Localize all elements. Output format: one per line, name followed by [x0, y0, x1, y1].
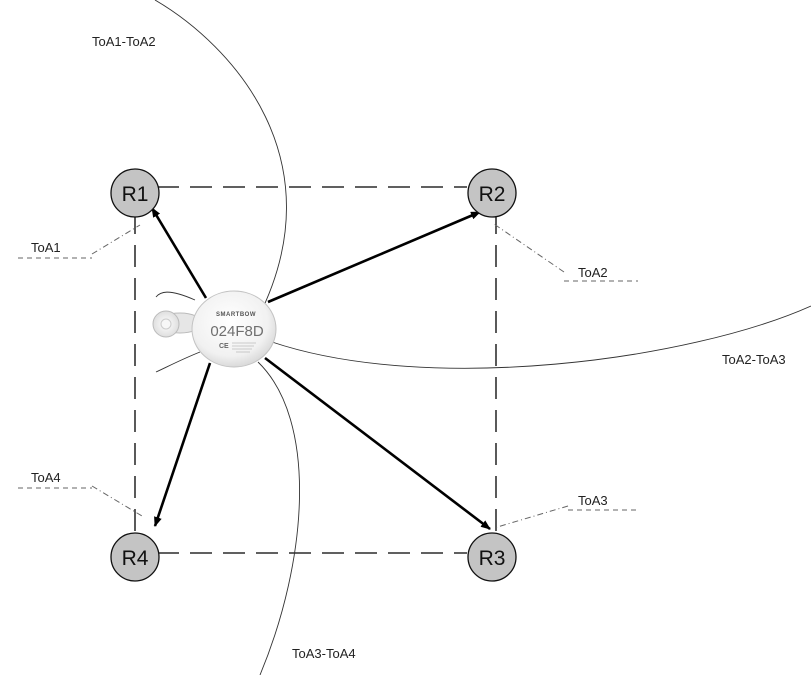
arrow-to-r1 [150, 207, 208, 299]
receiver-r2: R2 [467, 168, 517, 218]
hyperbola-left-lower [155, 351, 201, 373]
hyperbola-left-upper [155, 291, 196, 301]
ear-tag-fineprint [232, 342, 256, 353]
arrow-to-r2 [267, 210, 481, 304]
label-toa3-toa4: ToA3-ToA4 [292, 646, 356, 661]
receiver-r3: R3 [467, 532, 517, 582]
label-toa4: ToA4 [31, 470, 61, 485]
receiver-frame [134, 186, 497, 554]
arrow-to-r4 [153, 362, 212, 527]
receiver-r1: R1 [110, 168, 160, 218]
arrow-to-r3 [264, 356, 491, 531]
receiver-r1-circle [110, 168, 160, 218]
ear-tag-ce-mark: CE [219, 343, 229, 350]
label-toa1-toa2: ToA1-ToA2 [92, 34, 156, 49]
hyperbola-toa1-toa2 [154, 0, 287, 319]
receiver-r2-circle [467, 168, 517, 218]
label-toa2: ToA2 [578, 265, 608, 280]
ear-tag-device: SMARTBOW 024F8D CE [152, 290, 277, 368]
label-toa1: ToA1 [31, 240, 61, 255]
ear-tag-brand: SMARTBOW [216, 312, 256, 318]
receiver-r4-circle [110, 532, 160, 582]
toa-underlines [18, 257, 640, 511]
receiver-r1-label: R1 [122, 183, 149, 206]
receiver-r4: R4 [110, 532, 160, 582]
ear-tag-body [191, 290, 277, 368]
receiver-r2-label: R2 [479, 183, 506, 206]
leader-toa2 [493, 223, 565, 273]
hyperbola-toa3-toa4 [257, 361, 300, 675]
leader-toa1 [91, 224, 141, 255]
signal-arrows [150, 207, 491, 531]
leader-toa3 [493, 505, 569, 529]
label-toa2-toa3: ToA2-ToA3 [722, 352, 786, 367]
leader-toa4 [91, 485, 143, 517]
label-toa3: ToA3 [578, 493, 608, 508]
hyperbola-toa2-toa3 [271, 305, 811, 369]
receiver-r4-label: R4 [122, 547, 149, 570]
receiver-r3-label: R3 [479, 547, 506, 570]
toa-leaders [91, 223, 569, 529]
ear-tag-id: 024F8D [210, 323, 264, 340]
receiver-r3-circle [467, 532, 517, 582]
hyperbolas [154, 0, 811, 675]
ear-tag-cap-center [160, 318, 172, 330]
